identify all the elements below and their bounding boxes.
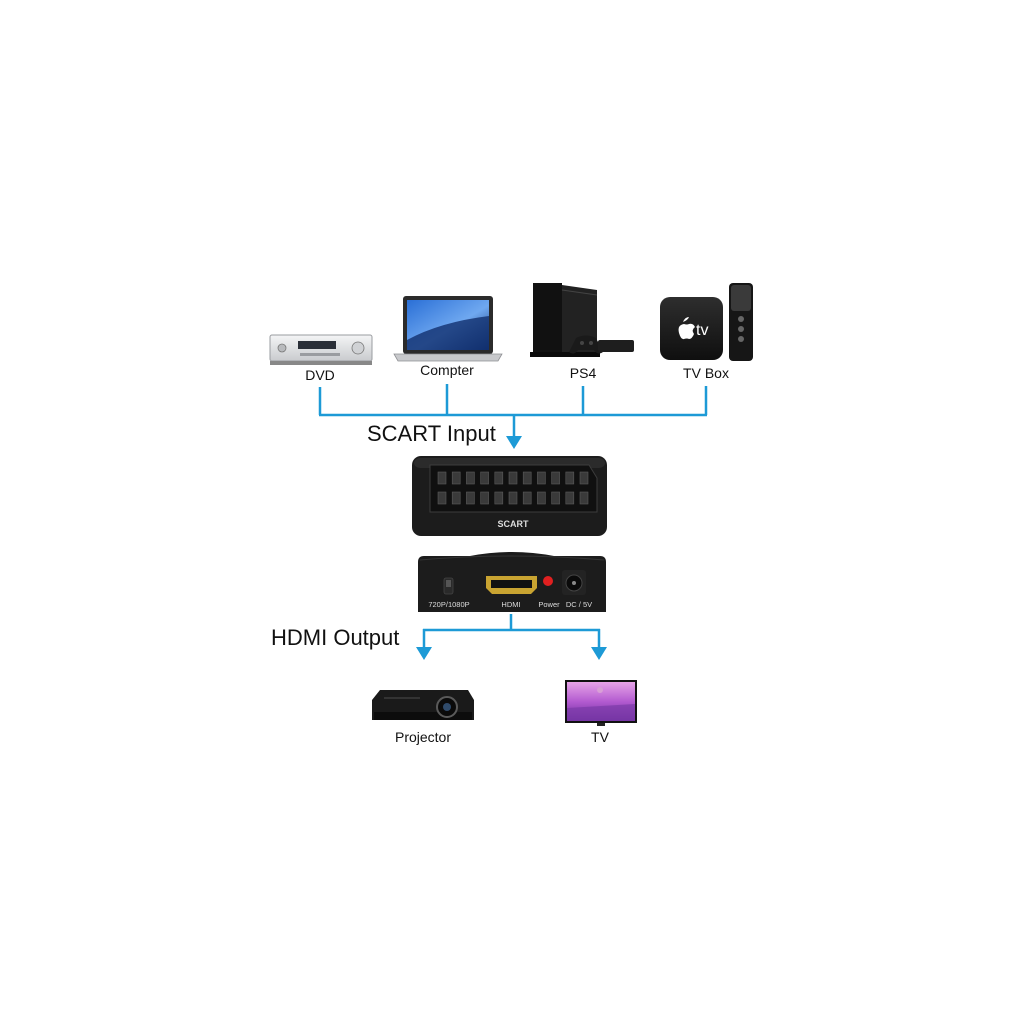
resolution-switch-icon xyxy=(443,577,454,595)
scart-pin xyxy=(451,471,461,485)
tv-box-icon: tv xyxy=(660,283,753,361)
input-connector-lines xyxy=(318,384,708,438)
input-label: SCART Input xyxy=(367,421,496,446)
dc-jack-icon xyxy=(562,570,586,595)
source-label: DVD xyxy=(305,367,335,383)
scart-pin xyxy=(522,491,532,505)
source-label: TV Box xyxy=(683,365,729,381)
scart-pin xyxy=(480,471,489,485)
output-device-label: TV xyxy=(591,729,610,745)
scart-pin xyxy=(437,491,447,505)
scart-pin xyxy=(494,471,504,485)
source-label: PS4 xyxy=(570,365,597,381)
scart-pin xyxy=(437,471,447,485)
converter-back-panel: 720P/1080P HDMI Power DC / 5V xyxy=(418,552,606,612)
scart-pin xyxy=(565,471,575,485)
scart-pin xyxy=(466,491,475,505)
scart-pin xyxy=(565,491,575,505)
scart-pins xyxy=(437,471,589,505)
port-label-dc: DC / 5V xyxy=(566,600,592,609)
port-label-power: Power xyxy=(538,600,560,609)
output-arrow-icon xyxy=(591,647,607,660)
port-label-resolution: 720P/1080P xyxy=(428,600,469,609)
power-led-icon xyxy=(543,576,553,586)
scart-pin xyxy=(579,471,589,485)
scart-pin xyxy=(480,491,489,505)
dvd-player-icon xyxy=(269,334,373,365)
scart-connector: SCART xyxy=(412,456,607,536)
scart-pin xyxy=(451,491,461,505)
scart-pin xyxy=(466,471,475,485)
laptop-icon xyxy=(393,296,503,362)
scart-pin xyxy=(551,471,560,485)
tv-icon xyxy=(565,680,637,726)
scart-pin xyxy=(508,471,518,485)
svg-text:tv: tv xyxy=(696,322,708,339)
scart-pin xyxy=(579,491,589,505)
input-arrow-icon xyxy=(506,436,522,449)
output-arrow-icon xyxy=(416,647,432,660)
output-device-label: Projector xyxy=(395,729,451,745)
scart-pin xyxy=(494,491,504,505)
scart-label: SCART xyxy=(498,519,530,529)
projector-icon xyxy=(372,690,474,720)
scart-pin xyxy=(537,491,546,505)
source-label: Compter xyxy=(420,362,474,378)
scart-pin xyxy=(522,471,532,485)
output-connector-lines xyxy=(422,614,601,649)
hdmi-port-icon xyxy=(486,576,537,594)
scart-pin xyxy=(508,491,518,505)
game-console-icon xyxy=(530,283,634,357)
scart-pin xyxy=(537,471,546,485)
scart-pin xyxy=(551,491,560,505)
port-label-hdmi: HDMI xyxy=(501,600,520,609)
output-label: HDMI Output xyxy=(271,625,399,650)
